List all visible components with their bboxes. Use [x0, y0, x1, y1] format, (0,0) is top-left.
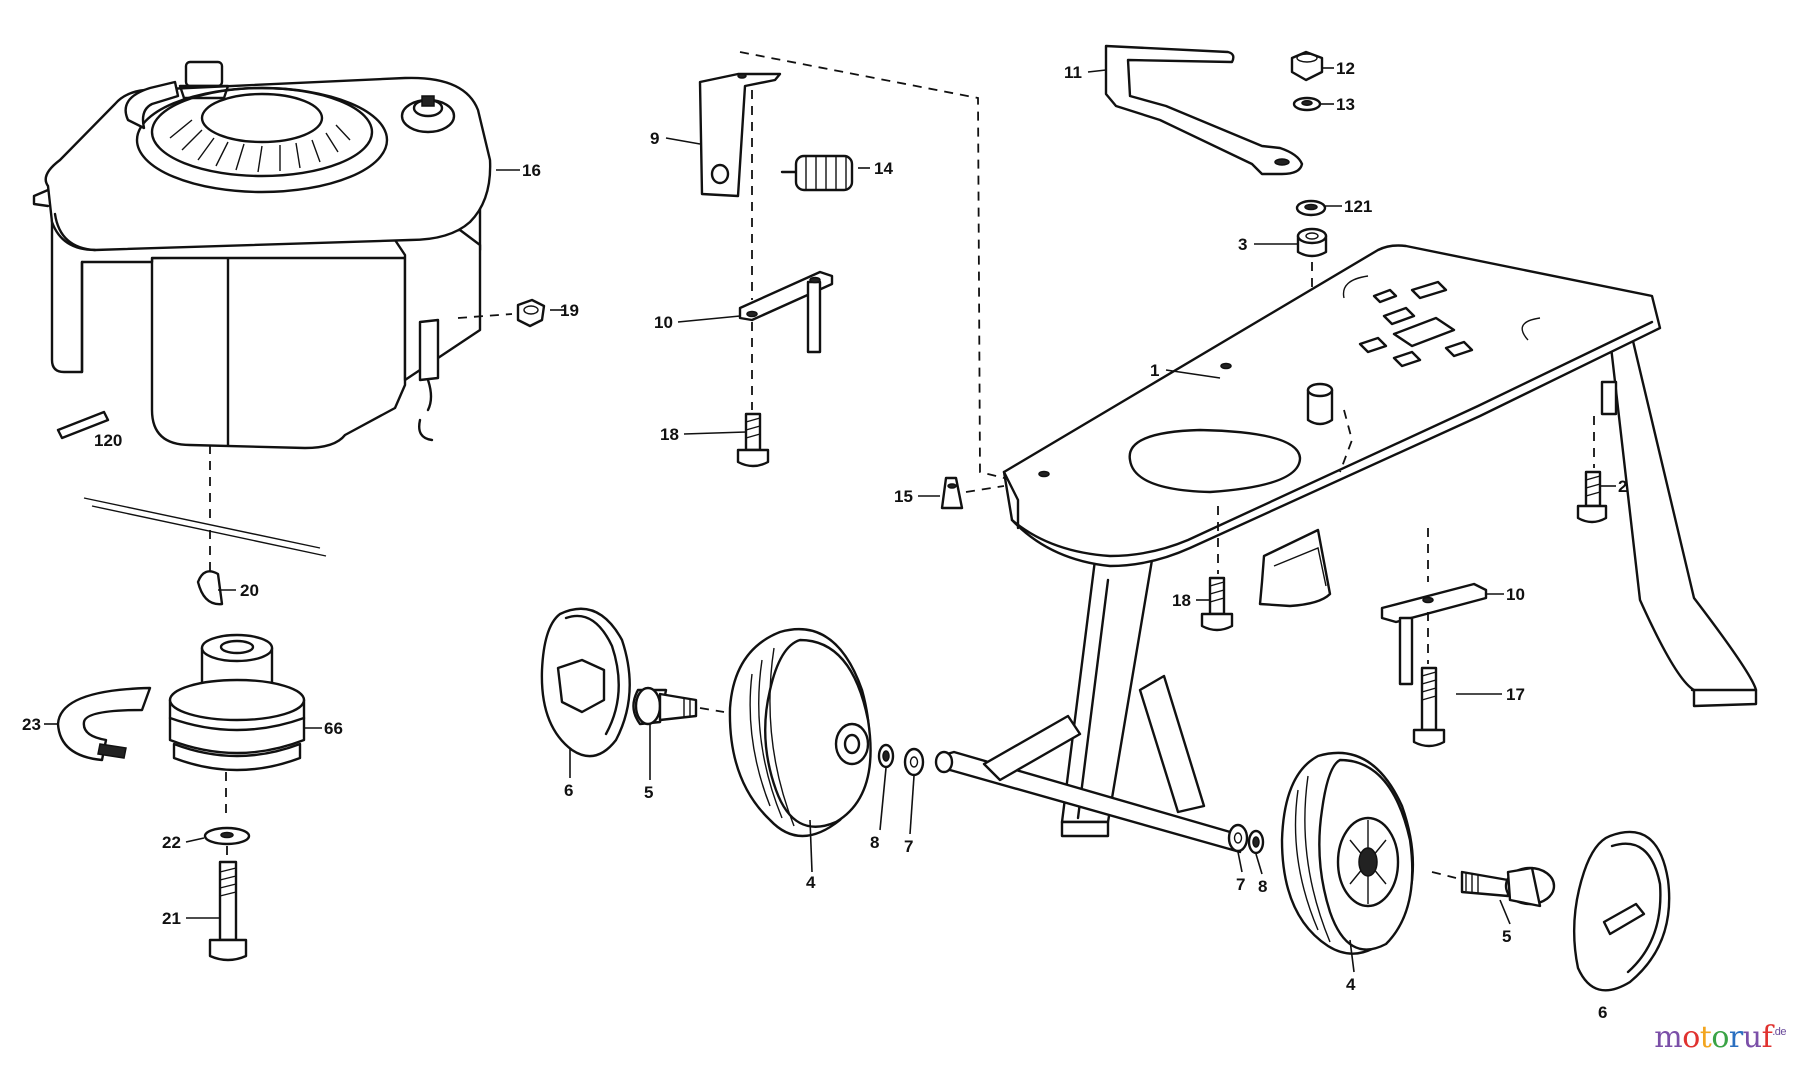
callout-9: 9	[650, 129, 659, 148]
callout-12: 12	[1336, 59, 1355, 78]
brand-letter: r	[1728, 1020, 1743, 1055]
axle-bolt-part-5-right	[1431, 866, 1556, 908]
wheel-part-4-right	[1280, 751, 1415, 955]
callout-labels: 16 19 120 20 23 66 22 21 9 14 10 18 11 1…	[22, 59, 1627, 1022]
brand-letter: o	[1682, 1020, 1700, 1055]
brand-letter: f	[1761, 1020, 1773, 1055]
belt-guide-part-23	[56, 686, 152, 762]
callout-20: 20	[240, 581, 259, 600]
callout-11: 11	[1064, 63, 1082, 82]
brand-letter: m	[1654, 1020, 1683, 1055]
washer-part-22	[203, 826, 251, 846]
hubcap-part-6-right	[1572, 830, 1671, 992]
callout-21: 21	[162, 909, 181, 928]
callout-120: 120	[94, 431, 122, 450]
bracket-part-10-lower	[1380, 528, 1488, 686]
nut-part-19	[516, 298, 546, 328]
callout-6-left: 6	[564, 781, 573, 800]
frame-part-1	[934, 244, 1758, 854]
axle-bolt-part-5-left	[632, 686, 725, 726]
callout-22: 22	[162, 833, 181, 852]
brand-suffix: .de	[1772, 1026, 1786, 1038]
tab-part-15	[940, 476, 964, 510]
callout-7-right: 7	[1236, 875, 1245, 894]
callout-4-right: 4	[1346, 975, 1356, 994]
bushing-part-3	[1296, 227, 1328, 258]
washer-part-7-right	[1227, 823, 1249, 853]
callout-23: 23	[22, 715, 41, 734]
hubcap-part-6-left	[540, 607, 631, 758]
callout-16: 16	[522, 161, 541, 180]
callout-8-right: 8	[1258, 877, 1267, 896]
callout-5-right: 5	[1502, 927, 1511, 946]
callout-10-lower: 10	[1506, 585, 1525, 604]
callout-66: 66	[324, 719, 343, 738]
leader-lines	[44, 67, 1616, 973]
nut-part-12	[1290, 50, 1324, 82]
callout-5-left: 5	[644, 783, 653, 802]
callout-3: 3	[1238, 235, 1247, 254]
callout-18-upper: 18	[660, 425, 679, 444]
callout-4-left: 4	[806, 873, 816, 892]
callout-121: 121	[1344, 197, 1372, 216]
callout-8-left: 8	[870, 833, 879, 852]
bolt-part-21	[208, 860, 248, 962]
callout-1: 1	[1150, 361, 1159, 380]
callout-19: 19	[560, 301, 579, 320]
pulley-part-66	[168, 633, 306, 772]
pin-part-120	[56, 410, 110, 440]
callout-18-lower: 18	[1172, 591, 1191, 610]
engine-part-16	[32, 60, 492, 450]
bolt-part-17	[1412, 612, 1446, 748]
key-part-20	[196, 570, 224, 606]
brand-letter: u	[1742, 1020, 1762, 1055]
washer-part-7-left	[903, 747, 925, 777]
callout-10-upper: 10	[654, 313, 673, 332]
callout-13: 13	[1336, 95, 1355, 114]
brand-letter: t	[1699, 1020, 1712, 1055]
callout-6-right: 6	[1598, 1003, 1607, 1022]
callout-15: 15	[894, 487, 913, 506]
brand-logo[interactable]: motoruf.de	[1654, 1020, 1786, 1055]
brand-letter: o	[1711, 1020, 1729, 1055]
callout-14: 14	[874, 159, 893, 178]
wheel-part-4-left	[728, 627, 872, 838]
washer-part-121	[1295, 199, 1327, 217]
bolt-part-18-upper	[736, 412, 770, 468]
bolt-part-18-lower	[1200, 506, 1234, 632]
callout-2: 2	[1618, 477, 1627, 496]
spring-part-14	[780, 154, 854, 192]
lever-part-11	[1104, 44, 1304, 176]
callout-17: 17	[1506, 685, 1525, 704]
washer-part-13	[1292, 96, 1322, 112]
bolt-part-2	[1576, 416, 1608, 524]
bracket-part-10-upper	[738, 270, 834, 354]
callout-7-left: 7	[904, 837, 913, 856]
washer-part-8-right	[1247, 829, 1265, 855]
bracket-part-9	[698, 72, 782, 198]
washer-part-8-left	[877, 743, 895, 769]
